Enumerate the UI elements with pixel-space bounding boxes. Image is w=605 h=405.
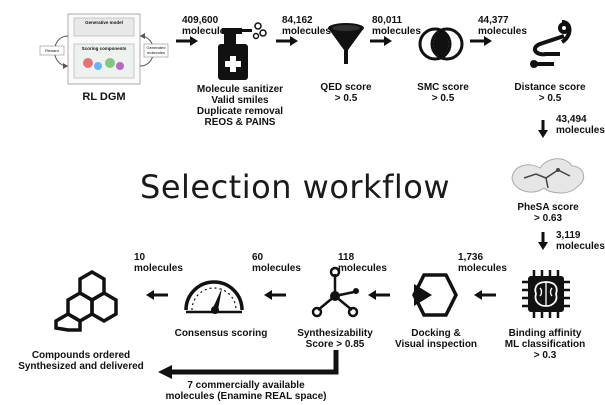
arrow-commercial xyxy=(158,350,339,379)
workflow-title: Selection workflow xyxy=(140,168,450,206)
count-84162: 84,162 molecules xyxy=(282,15,331,37)
count-43494: 43,494 molecules xyxy=(556,114,605,136)
count-44377: 44,377 molecules xyxy=(478,15,527,37)
count-118: 118 molecules xyxy=(338,252,387,274)
arrow-to-synth xyxy=(368,290,390,300)
count-1736: 1,736 molecules xyxy=(458,252,507,274)
count-409600: 409,600 molecules xyxy=(182,15,231,37)
arrow-to-consensus xyxy=(264,290,286,300)
synth-label: Synthesizability Score > 0.85 xyxy=(297,328,373,350)
arrow-to-smc xyxy=(370,36,392,46)
ordered-label: Compounds ordered Synthesized and delive… xyxy=(18,350,144,372)
commercial-label: 7 commercially available molecules (Enam… xyxy=(165,380,327,402)
rl-dgm-label: RL DGM xyxy=(82,91,126,103)
docking-label: Docking & Visual inspection xyxy=(394,328,478,350)
phesa-label: PheSA score > 0.63 xyxy=(517,202,579,224)
arrow-to-phesa xyxy=(538,120,548,138)
count-80011: 80,011 molecules xyxy=(372,15,421,37)
venn-circles-icon xyxy=(418,27,464,61)
count-10: 10 molecules xyxy=(134,252,183,274)
network-node-icon xyxy=(311,266,359,318)
distance-label: Distance score > 0.5 xyxy=(514,82,586,104)
reward-label: Reward xyxy=(45,48,59,53)
smc-label: SMC score > 0.5 xyxy=(417,82,469,104)
hexagon-rings-icon xyxy=(54,269,118,332)
generated-molecules-label: Generated molecules xyxy=(146,45,166,55)
funnel-icon xyxy=(328,23,364,64)
generative-model-label: Generative model xyxy=(85,20,123,25)
arrow-to-ordered xyxy=(146,290,168,300)
count-3119: 3,119 molecules xyxy=(556,230,605,252)
arrow-to-binding xyxy=(538,232,548,250)
rl-dgm-diagram: Generative model Scoring components Rewa… xyxy=(39,6,169,86)
count-60: 60 molecules xyxy=(252,252,301,274)
route-path-icon xyxy=(530,20,572,68)
hexagon-arrow-icon xyxy=(412,273,458,317)
arrow-to-qed xyxy=(276,36,298,46)
arrow-rl-to-sanitizer xyxy=(176,36,198,46)
qed-label: QED score > 0.5 xyxy=(320,82,372,104)
arrow-to-docking xyxy=(474,290,496,300)
sanitizer-label: Molecule sanitizer Valid smiles Duplicat… xyxy=(196,84,284,128)
gauge-icon xyxy=(184,280,244,314)
scoring-components-label: Scoring components xyxy=(81,46,127,51)
brain-chip-icon xyxy=(522,270,570,318)
arrow-to-distance xyxy=(470,36,492,46)
binding-label: Binding affinity ML classification > 0.3 xyxy=(504,328,586,361)
molecule-surface-icon xyxy=(511,158,585,194)
consensus-label: Consensus scoring xyxy=(174,328,268,339)
spray-bottle-icon xyxy=(218,22,267,80)
